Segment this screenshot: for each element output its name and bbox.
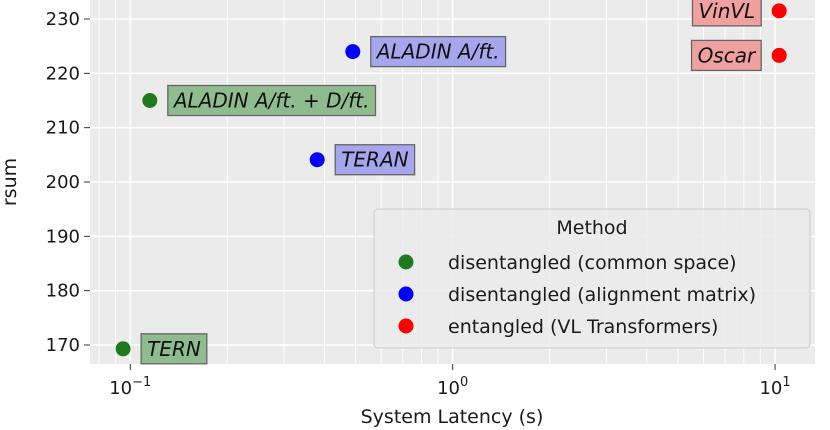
x-tick-label: 101 xyxy=(759,375,790,399)
legend-marker xyxy=(398,286,414,302)
y-tick-label: 220 xyxy=(46,63,80,84)
y-tick-label: 170 xyxy=(46,335,80,356)
point-label-box xyxy=(691,0,762,27)
legend-entry-label: entangled (VL Transformers) xyxy=(448,316,718,338)
y-tick-label: 190 xyxy=(46,226,80,247)
y-tick-label: 230 xyxy=(46,9,80,30)
point-label-box xyxy=(690,39,762,72)
data-point xyxy=(771,47,787,63)
point-label-text: ALADIN A/ft. + D/ft. xyxy=(172,89,370,113)
legend-box xyxy=(373,208,811,349)
data-point xyxy=(115,341,131,357)
legend-entry-label: disentangled (common space) xyxy=(448,252,737,274)
x-tick-label: 10−1 xyxy=(109,375,151,399)
legend-entry-label: disentangled (alignment matrix) xyxy=(448,284,756,306)
legend-marker xyxy=(398,318,414,334)
point-label-text: Oscar xyxy=(698,43,757,67)
y-axis-title: rsum xyxy=(0,158,21,206)
point-label-box xyxy=(334,144,416,176)
x-axis-title: System Latency (s) xyxy=(361,406,544,428)
y-tick-label: 210 xyxy=(46,118,80,139)
point-label-box xyxy=(370,35,507,68)
legend-marker xyxy=(398,254,414,270)
point-label-box xyxy=(167,84,377,117)
point-label-text: TERN xyxy=(147,337,201,361)
point-label-box xyxy=(140,333,208,365)
y-tick-label: 200 xyxy=(46,172,80,193)
legend: Method disentangled (common space)disent… xyxy=(373,208,811,349)
point-labels: TERN ALADIN A/ft. + D/ft. TERAN ALADIN A/ft… xyxy=(140,0,762,365)
data-point xyxy=(142,93,158,109)
y-tick-label: 180 xyxy=(46,281,80,302)
y-axis-ticks: 170 180 190 200 210 220 230 xyxy=(46,9,90,356)
point-label-text: ALADIN A/ft. xyxy=(375,40,500,64)
legend-entries: disentangled (common space) disentangled … xyxy=(398,252,756,338)
point-label-text: TERAN xyxy=(341,148,408,172)
point-label-text: VinVL xyxy=(698,0,755,23)
data-point xyxy=(771,3,787,19)
x-tick-label: 100 xyxy=(437,375,468,399)
x-axis-ticks: 10−1 100 101 xyxy=(109,364,791,399)
data-point xyxy=(309,152,325,168)
data-points xyxy=(115,3,787,357)
data-point xyxy=(345,44,361,60)
legend-title: Method xyxy=(556,217,627,239)
